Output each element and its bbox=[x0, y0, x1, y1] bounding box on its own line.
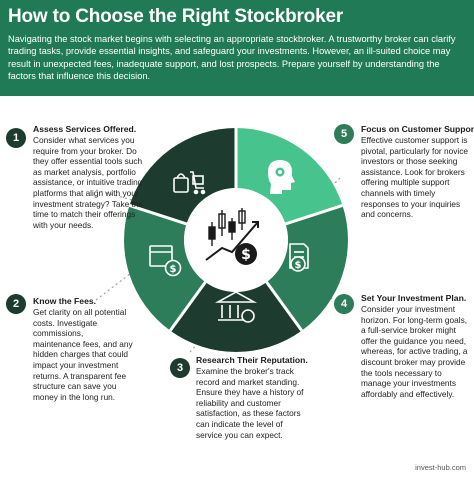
intro-text: Navigating the stock market begins with … bbox=[8, 34, 456, 82]
step-2-badge: 2 bbox=[6, 294, 26, 314]
bank-building-icon bbox=[214, 291, 258, 323]
step-1: Assess Services Offered. Consider what s… bbox=[33, 124, 151, 230]
step-4: Set Your Investment Plan. Consider your … bbox=[361, 293, 469, 399]
step-5-title: Focus on Customer Support. bbox=[361, 124, 474, 134]
step-1-badge: 1 bbox=[6, 128, 26, 148]
step-3-body: Examine the broker's track record and ma… bbox=[196, 366, 304, 440]
step-1-title: Assess Services Offered. bbox=[33, 124, 137, 134]
step-5-badge: 5 bbox=[334, 124, 354, 144]
dollar-document-icon: $ bbox=[289, 243, 309, 272]
step-5-body: Effective customer support is pivotal, p… bbox=[361, 135, 468, 220]
head-gear-icon bbox=[268, 160, 295, 194]
svg-text:$: $ bbox=[295, 260, 302, 271]
step-3-title: Research Their Reputation. bbox=[196, 355, 308, 365]
step-1-body: Consider what services you require from … bbox=[33, 135, 144, 230]
step-3-badge: 3 bbox=[170, 358, 190, 378]
step-3: Research Their Reputation. Examine the b… bbox=[196, 355, 308, 440]
segment-1 bbox=[129, 128, 236, 224]
footer-brand: invest-hub.com bbox=[415, 463, 466, 472]
stock-chart-dollar-icon: $ bbox=[205, 208, 259, 265]
header-banner: How to Choose the Right Stockbroker Navi… bbox=[0, 0, 474, 96]
page-title: How to Choose the Right Stockbroker bbox=[8, 6, 344, 27]
step-5: Focus on Customer Support. Effective cus… bbox=[361, 124, 474, 220]
step-4-badge: 4 bbox=[334, 294, 354, 314]
dollar-box-icon: $ bbox=[149, 245, 182, 277]
step-4-title: Set Your Investment Plan. bbox=[361, 293, 467, 303]
step-2-title: Know the Fees. bbox=[33, 296, 97, 306]
segment-separators bbox=[129, 128, 343, 332]
step-2-body: Get clarity on all potential costs. Inve… bbox=[33, 307, 133, 402]
center-circle bbox=[186, 190, 286, 290]
segment-3 bbox=[170, 282, 302, 352]
step-2: Know the Fees. Get clarity on all potent… bbox=[33, 296, 133, 402]
step-4-body: Consider your investment horizon. For lo… bbox=[361, 304, 468, 399]
shopping-bag-cart-icon bbox=[173, 171, 206, 195]
svg-text:$: $ bbox=[241, 247, 251, 263]
svg-text:$: $ bbox=[170, 264, 177, 275]
